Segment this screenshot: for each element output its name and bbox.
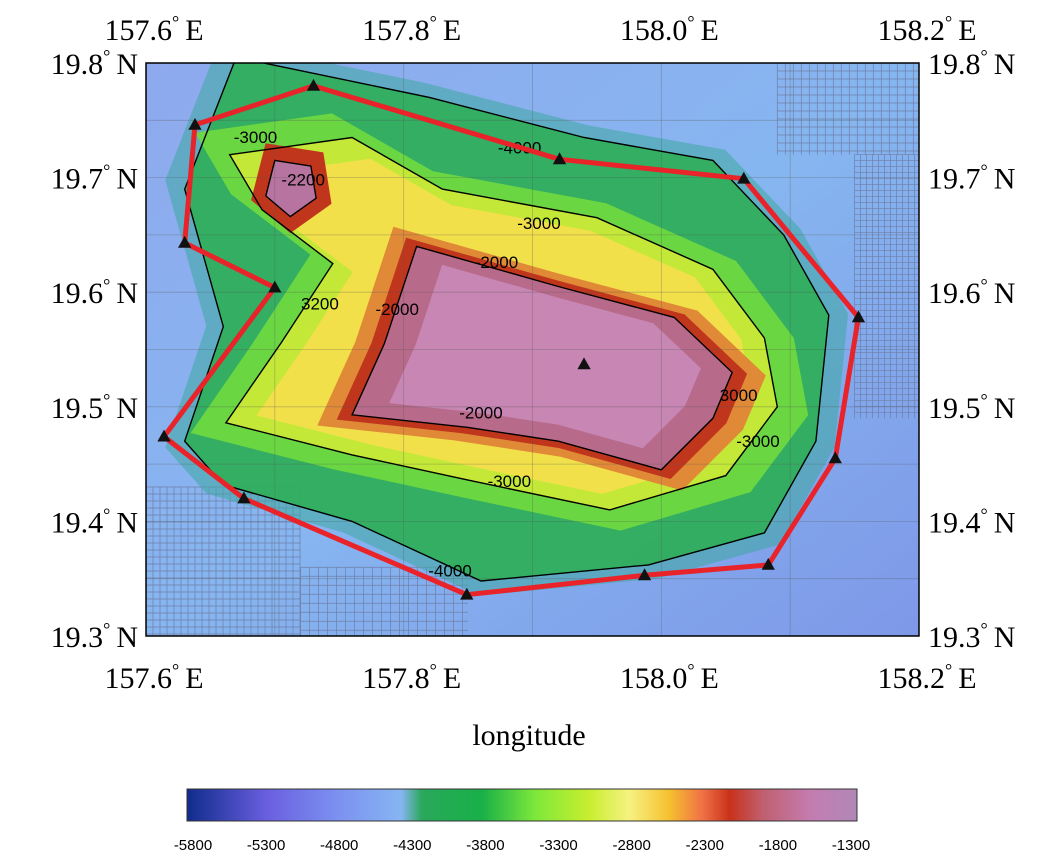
station-marker — [552, 152, 567, 165]
tick-label: 157.8°E — [362, 660, 461, 695]
contour-label: -2200 — [281, 171, 324, 190]
contour-label: -2000 — [475, 253, 518, 272]
contour-line — [224, 136, 779, 511]
colorbar-tick-labels: -5800 -5300 -4800 -4300 -3800 -3300 -2800 -2300… — [174, 837, 870, 854]
contour-label: -3000 — [234, 128, 277, 147]
colorbar-scale — [186, 788, 858, 822]
station-marker — [851, 310, 866, 323]
colorbar-tick-label: -2800 — [612, 837, 650, 854]
survey-stations — [157, 78, 866, 600]
station-marker — [157, 429, 171, 442]
seamount-relief — [165, 63, 849, 596]
tick-label: 19.6°N — [928, 275, 1015, 310]
tick-label: 19.8°N — [51, 46, 138, 81]
tick-label: 19.3°N — [51, 619, 138, 654]
station-marker — [237, 491, 251, 504]
colorbar-tick-label: -5300 — [247, 837, 285, 854]
top-longitude-ticks: 157.6°E 157.8°E 158.0°E 158.2°E — [104, 12, 976, 47]
map-frame — [145, 62, 920, 637]
contour-label: -3000 — [517, 214, 560, 233]
station-marker — [188, 117, 202, 130]
tick-label: 157.8°E — [362, 12, 461, 47]
station-marker — [637, 568, 652, 581]
tick-label: 19.7°N — [928, 161, 1015, 196]
tick-label: 19.4°N — [928, 504, 1015, 539]
tick-label: 19.5°N — [51, 390, 138, 425]
tick-label: 158.2°E — [877, 660, 976, 695]
tick-label: 158.0°E — [620, 660, 719, 695]
colorbar-tick-label: -3800 — [466, 837, 504, 854]
station-marker — [268, 280, 282, 293]
tick-label: 19.8°N — [928, 46, 1015, 81]
contour-label: -2000 — [459, 403, 502, 422]
station-marker — [178, 235, 192, 248]
tick-label: 19.3°N — [928, 619, 1015, 654]
colorbar-tick-label: -1800 — [759, 837, 797, 854]
colorbar-tick-label: -5800 — [174, 837, 212, 854]
depth-colorbar: -5800 -5300 -4800 -4300 -3800 -3300 -2800 -2300… — [174, 788, 870, 854]
relief-layer — [265, 160, 317, 217]
survey-track — [161, 83, 861, 598]
station-marker — [761, 557, 775, 570]
right-latitude-ticks: 19.8°N 19.7°N 19.6°N 19.5°N 19.4°N 19.3°N — [928, 46, 1015, 654]
station-marker — [828, 451, 842, 464]
tick-label: 158.2°E — [877, 12, 976, 47]
contour-label: -3000 — [488, 472, 531, 491]
relief-layer — [389, 264, 701, 449]
contour-label: 3200 — [301, 294, 339, 313]
tick-label: 19.7°N — [51, 161, 138, 196]
x-axis-title: longitude — [472, 719, 585, 752]
contour-label: -4000 — [428, 561, 471, 580]
tick-label: 19.6°N — [51, 275, 138, 310]
contour-label: 3000 — [720, 386, 758, 405]
colorbar-tick-label: -1300 — [832, 837, 870, 854]
tick-label: 19.4°N — [51, 504, 138, 539]
contour-line — [351, 245, 734, 471]
colorbar-tick-label: -4300 — [393, 837, 431, 854]
tick-label: 19.5°N — [928, 390, 1015, 425]
contour-label: -3000 — [736, 432, 779, 451]
contour-line — [265, 159, 317, 218]
center-station-marker — [577, 357, 591, 370]
grid-hatch-pattern — [146, 63, 919, 636]
tick-label: 158.0°E — [620, 12, 719, 47]
contour-label: -2000 — [375, 300, 418, 319]
bottom-longitude-ticks: 157.6°E 157.8°E 158.0°E 158.2°E — [104, 660, 976, 695]
station-marker — [737, 171, 751, 184]
left-latitude-ticks: 19.8°N 19.7°N 19.6°N 19.5°N 19.4°N 19.3°N — [51, 46, 138, 654]
station-marker — [306, 78, 321, 91]
colorbar-tick-label: -3300 — [539, 837, 577, 854]
tick-label: 157.6°E — [104, 12, 203, 47]
survey-track-line — [161, 83, 861, 598]
colorbar-tick-label: -4800 — [320, 837, 358, 854]
map-plot-area: -3000 -2200 -4000 -3000 -2000 3200 -2000 3000 -3… — [146, 63, 919, 636]
colorbar-tick-label: -2300 — [686, 837, 724, 854]
station-marker — [460, 587, 474, 600]
tick-label: 157.6°E — [104, 660, 203, 695]
